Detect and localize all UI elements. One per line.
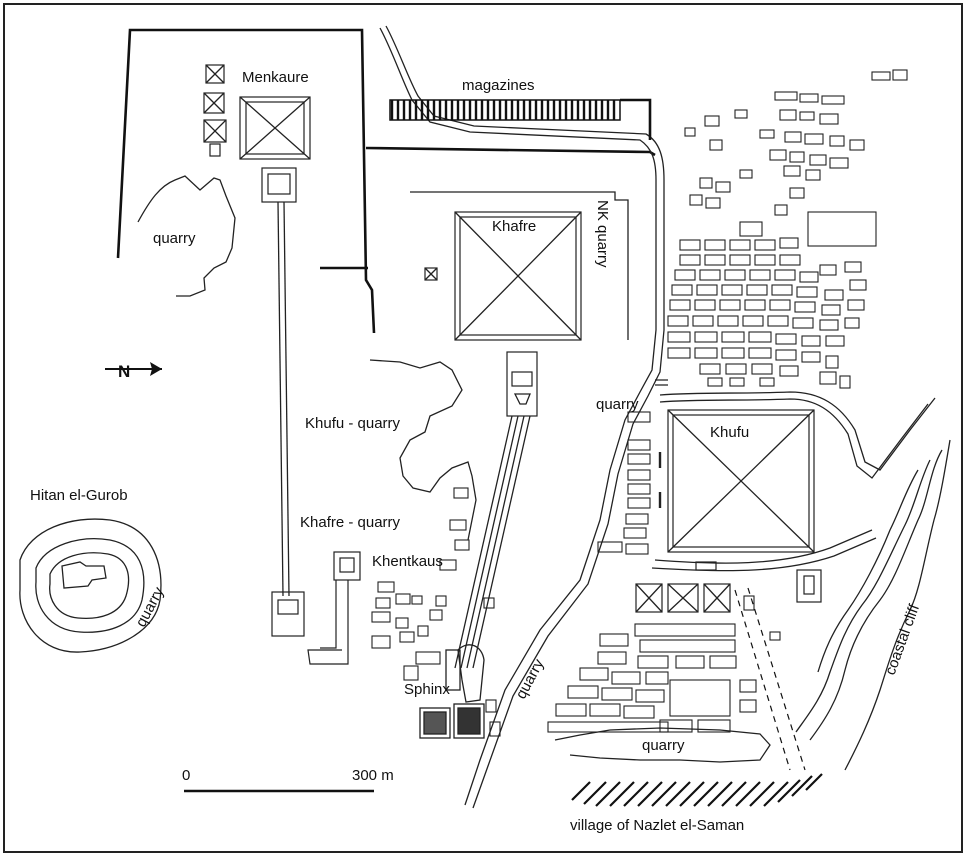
misc-structures xyxy=(655,379,822,603)
hitan-el-gurob-contours xyxy=(19,518,162,653)
label-hitan-el-gurob: Hitan el-Gurob xyxy=(30,487,128,504)
khafre-pyramid xyxy=(410,191,629,341)
north-arrow-label: N xyxy=(118,362,130,381)
road-main-b xyxy=(385,25,665,809)
menkaure-causeway xyxy=(261,167,305,637)
khentkaus-tomb xyxy=(307,551,361,665)
east-field-mastabas xyxy=(667,69,908,389)
label-quarry-west: quarry xyxy=(153,230,196,247)
label-khufu: Khufu xyxy=(710,424,749,441)
queens-pyramids-menkaure xyxy=(203,64,227,157)
label-village: village of Nazlet el-Saman xyxy=(570,817,744,834)
label-sphinx: Sphinx xyxy=(404,681,450,698)
label-khufu-quarry: Khufu - quarry xyxy=(305,415,401,432)
label-magazines: magazines xyxy=(462,77,535,94)
road-main-a xyxy=(379,27,657,806)
sphinx-complex xyxy=(419,644,485,739)
west-khufu-mastabas xyxy=(597,411,651,555)
queens-pyramids-khufu xyxy=(635,583,731,613)
menkaure-pyramid xyxy=(239,96,311,160)
dashed-road xyxy=(734,587,806,771)
menkaure-enclosure-wall xyxy=(116,28,376,334)
khufu-quarry-outline xyxy=(369,359,477,541)
enclosure-wall-east xyxy=(365,146,656,157)
label-khentkaus: Khentkaus xyxy=(372,553,443,570)
label-khafre-quarry: Khafre - quarry xyxy=(300,514,401,531)
quarry-west-outline xyxy=(137,175,236,297)
south-field-mastabas xyxy=(547,595,781,733)
coastal-cliff xyxy=(795,439,951,771)
central-field-mastabas xyxy=(371,487,501,737)
label-quarry-khufu: quarry xyxy=(596,396,639,413)
khafre-causeway xyxy=(454,351,538,669)
magazines xyxy=(389,98,652,140)
label-menkaure: Menkaure xyxy=(242,69,309,86)
label-quarry-south: quarry xyxy=(642,737,685,754)
village-hatching xyxy=(571,773,823,807)
quarry-south-outline xyxy=(554,727,771,763)
map-frame xyxy=(3,3,963,853)
label-nk-quarry: NK quarry xyxy=(594,200,611,268)
khufu-pyramid xyxy=(651,391,936,572)
north-arrow xyxy=(105,362,162,376)
label-khafre: Khafre xyxy=(492,218,536,235)
scale-bar-start: 0 xyxy=(182,767,190,784)
scale-bar-end: 300 m xyxy=(352,767,394,784)
